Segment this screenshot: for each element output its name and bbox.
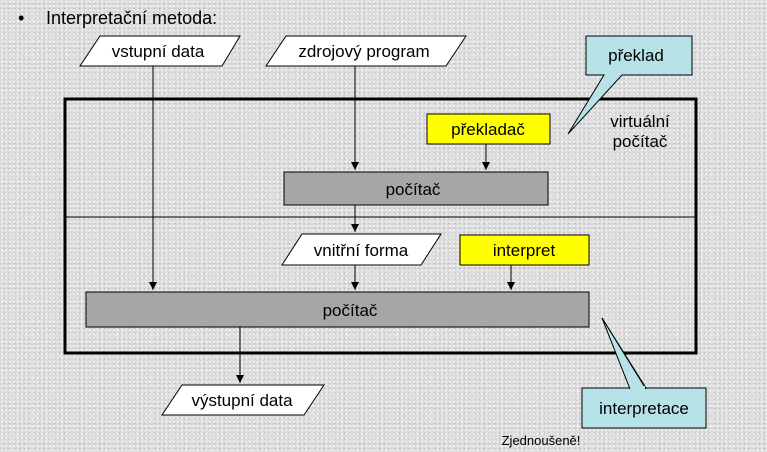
slide-title: Interpretační metoda: — [46, 8, 217, 28]
node-interpret-label: interpret — [493, 241, 556, 260]
node-zdrojovy-program: zdrojový program — [265, 35, 467, 67]
callout-preklad: překlad — [567, 35, 693, 135]
node-pocitac-bottom: počítač — [85, 291, 590, 328]
virtual-computer-frame — [63, 97, 698, 355]
node-pocitac-top-label: počítač — [386, 180, 441, 199]
node-interpret: interpret — [459, 234, 590, 266]
virtual-computer-label-line2: počítač — [613, 132, 668, 151]
node-vnitrni-forma: vnitřní forma — [281, 233, 442, 266]
title-bullet: • — [18, 8, 24, 28]
callout-preklad-label: překlad — [608, 46, 664, 65]
node-prekladac: překladač — [426, 113, 551, 145]
node-vstupni-data: vstupní data — [79, 35, 241, 67]
node-vystupni-data: výstupní data — [161, 384, 325, 416]
callout-interpretace-label: interpretace — [599, 399, 689, 418]
node-pocitac-bottom-label: počítač — [323, 301, 378, 320]
virtual-computer-label-line1: virtuální — [610, 112, 670, 131]
footnote: Zjednoušeně! — [502, 433, 581, 448]
node-pocitac-top: počítač — [283, 171, 549, 206]
node-prekladac-label: překladač — [451, 120, 525, 139]
node-zdrojovy-program-label: zdrojový program — [298, 42, 429, 61]
callout-interpretace: interpretace — [581, 317, 707, 429]
node-vystupni-data-label: výstupní data — [191, 391, 293, 410]
node-vnitrni-forma-label: vnitřní forma — [314, 241, 409, 260]
node-vstupni-data-label: vstupní data — [112, 42, 205, 61]
